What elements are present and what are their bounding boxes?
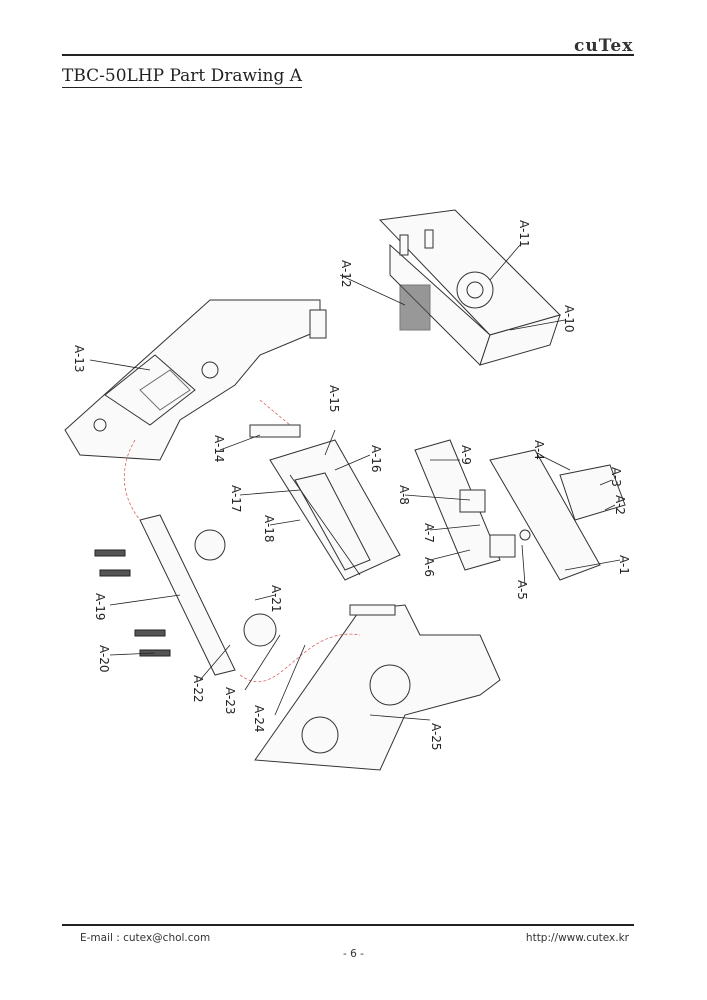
label-a16: A-16 <box>369 445 383 473</box>
label-a19: A-19 <box>93 593 107 621</box>
label-a6: A-6 <box>422 557 436 577</box>
label-a1: A-1 <box>617 555 631 575</box>
header-rule <box>62 54 634 56</box>
part-a19-frame <box>94 514 277 676</box>
label-a10: A-10 <box>562 305 576 333</box>
part-a1-block <box>489 449 626 581</box>
label-a18: A-18 <box>262 515 276 543</box>
label-a9: A-9 <box>459 445 473 465</box>
brand-logo: cuTex <box>574 36 634 56</box>
label-a8: A-8 <box>397 485 411 505</box>
label-a7: A-7 <box>422 523 436 543</box>
label-a21: A-21 <box>269 585 283 613</box>
label-a22: A-22 <box>191 675 205 703</box>
footer-rule <box>62 924 634 926</box>
part-a15-rail-assembly <box>269 439 401 581</box>
label-a25: A-25 <box>429 723 443 751</box>
label-a11: A-11 <box>517 220 531 248</box>
label-a24: A-24 <box>252 705 266 733</box>
label-a17: A-17 <box>229 485 243 513</box>
part-a25-base <box>254 604 501 771</box>
label-a5: A-5 <box>515 580 529 600</box>
label-a2: A-2 <box>613 495 627 515</box>
part-a6-spring-block <box>414 439 516 571</box>
page-title: TBC-50LHP Part Drawing A <box>62 66 303 88</box>
label-a4: A-4 <box>532 440 546 460</box>
label-a23: A-23 <box>223 687 237 715</box>
label-a3: A-3 <box>609 467 623 487</box>
part-a10-housing <box>378 209 561 366</box>
part-a14-bar <box>249 424 301 438</box>
label-a13: A-13 <box>72 345 86 373</box>
label-a14: A-14 <box>212 435 226 463</box>
footer-email: E-mail : cutex@chol.com <box>80 932 211 944</box>
exploded-part-drawing: A-11 A-12 A-10 A-13 A-15 A-14 A-16 A-17 … <box>60 205 652 805</box>
footer-website: http://www.cutex.kr <box>525 932 629 944</box>
label-a15: A-15 <box>327 385 341 413</box>
page-number: - 6 - <box>343 948 364 960</box>
label-a20: A-20 <box>97 645 111 673</box>
label-a12: A-12 <box>339 260 353 288</box>
